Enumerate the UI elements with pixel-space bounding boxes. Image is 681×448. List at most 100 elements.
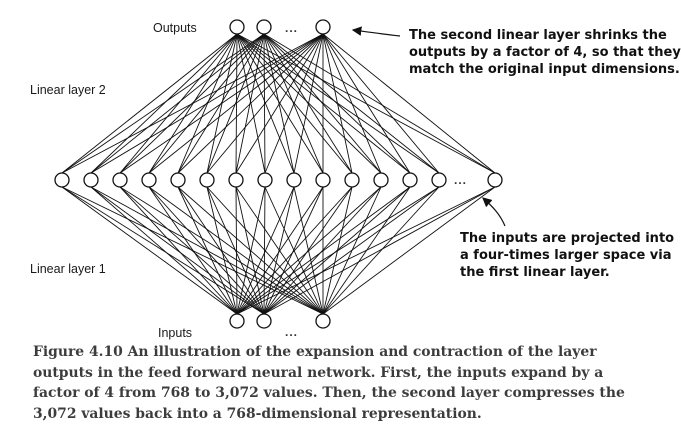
hidden-neuron xyxy=(402,172,418,188)
connection-line xyxy=(177,33,324,174)
connection-line xyxy=(263,186,295,315)
connection-line xyxy=(263,33,295,174)
connection-line xyxy=(263,33,324,174)
bottom-annotation-line-3: the first linear layer. xyxy=(460,265,610,280)
connection-line xyxy=(148,186,324,315)
connection-line xyxy=(119,186,265,315)
neurons xyxy=(54,19,503,329)
connection-line xyxy=(263,33,353,174)
hidden-neuron xyxy=(141,172,157,188)
output-neuron xyxy=(229,19,245,35)
connection-line xyxy=(263,186,266,315)
top-annotation-arrow xyxy=(351,26,401,37)
connection-line xyxy=(235,186,238,315)
connection-line xyxy=(61,186,265,315)
connection-line xyxy=(236,186,295,315)
connection-line xyxy=(206,33,238,174)
connection-line xyxy=(322,33,440,174)
connection-line xyxy=(236,186,382,315)
hidden-ellipsis: ... xyxy=(454,173,467,187)
connection-line xyxy=(90,33,265,174)
connection-line xyxy=(148,33,324,174)
connection-line xyxy=(236,33,411,174)
output-neuron xyxy=(315,19,331,35)
caption-line-4: 3,072 values back into a 768-dimensional… xyxy=(33,405,482,422)
hidden-neuron xyxy=(373,172,389,188)
connection-line xyxy=(236,186,440,315)
connection-line xyxy=(236,33,266,174)
connection-line xyxy=(263,186,440,315)
connection-line xyxy=(90,33,238,174)
inputs-label: Inputs xyxy=(158,326,192,340)
connection-line xyxy=(236,33,295,174)
connection-line xyxy=(148,186,238,315)
input-neuron xyxy=(256,313,272,329)
connection-line xyxy=(177,33,238,174)
connection-line xyxy=(236,186,411,315)
connection-line xyxy=(119,33,238,174)
connection-line xyxy=(263,186,382,315)
outputs-label: Outputs xyxy=(153,21,197,35)
hidden-neuron xyxy=(344,172,360,188)
connection-line xyxy=(148,33,238,174)
connection-line xyxy=(206,186,238,315)
connection-lines xyxy=(61,33,496,315)
connection-line xyxy=(263,33,266,174)
caption-line-2: outputs in the feed forward neural netwo… xyxy=(33,364,604,381)
hidden-neuron xyxy=(54,172,70,188)
linear-layer-2-label: Linear layer 2 xyxy=(30,83,106,97)
connection-line xyxy=(236,33,353,174)
connection-line xyxy=(90,186,238,315)
input-neuron xyxy=(315,313,331,329)
connection-line xyxy=(236,33,324,174)
connection-line xyxy=(235,33,238,174)
connection-line xyxy=(119,186,238,315)
connection-line xyxy=(236,186,353,315)
connection-line xyxy=(235,186,265,315)
hidden-neuron xyxy=(83,172,99,188)
hidden-neuron xyxy=(112,172,128,188)
connection-line xyxy=(263,33,496,174)
hidden-neuron xyxy=(257,172,273,188)
connection-line xyxy=(177,33,265,174)
connection-line xyxy=(236,186,266,315)
connection-line xyxy=(263,186,496,315)
connection-line xyxy=(236,33,382,174)
hidden-neuron xyxy=(431,172,447,188)
connection-line xyxy=(236,33,440,174)
inputs-ellipsis: ... xyxy=(285,325,298,339)
connection-line xyxy=(177,186,265,315)
output-neuron xyxy=(256,19,272,35)
connection-line xyxy=(206,186,324,315)
bottom-annotation-arrow xyxy=(482,197,506,227)
bottom-annotation-line-1: The inputs are projected into xyxy=(460,231,674,246)
connection-line xyxy=(263,33,411,174)
outputs-ellipsis: ... xyxy=(285,21,298,35)
hidden-neuron xyxy=(286,172,302,188)
hidden-neuron xyxy=(228,172,244,188)
connection-line xyxy=(119,33,265,174)
connection-line xyxy=(322,186,496,315)
connection-line xyxy=(148,186,265,315)
input-neuron xyxy=(229,313,245,329)
connection-line xyxy=(61,33,265,174)
caption-line-1: Figure 4.10 An illustration of the expan… xyxy=(33,344,597,360)
connection-line xyxy=(206,33,324,174)
connection-line xyxy=(148,33,265,174)
connection-line xyxy=(61,33,238,174)
top-annotation-line-1: The second linear layer shrinks the xyxy=(409,28,667,43)
connection-line xyxy=(263,33,440,174)
hidden-neuron xyxy=(487,172,503,188)
connection-line xyxy=(322,33,496,174)
connection-line xyxy=(263,186,324,315)
caption-line-3: factor of 4 from 768 to 3,072 values. Th… xyxy=(33,385,625,401)
connection-line xyxy=(263,186,411,315)
connection-line xyxy=(177,186,324,315)
connection-line xyxy=(90,186,265,315)
top-annotation-line-2: outputs by a factor of 4, so that they xyxy=(409,45,681,60)
connection-line xyxy=(206,33,265,174)
network-diagram: Outputs Inputs Linear layer 2 Linear lay… xyxy=(30,19,681,340)
connection-line xyxy=(263,186,353,315)
connection-line xyxy=(236,186,496,315)
connection-line xyxy=(322,186,440,315)
